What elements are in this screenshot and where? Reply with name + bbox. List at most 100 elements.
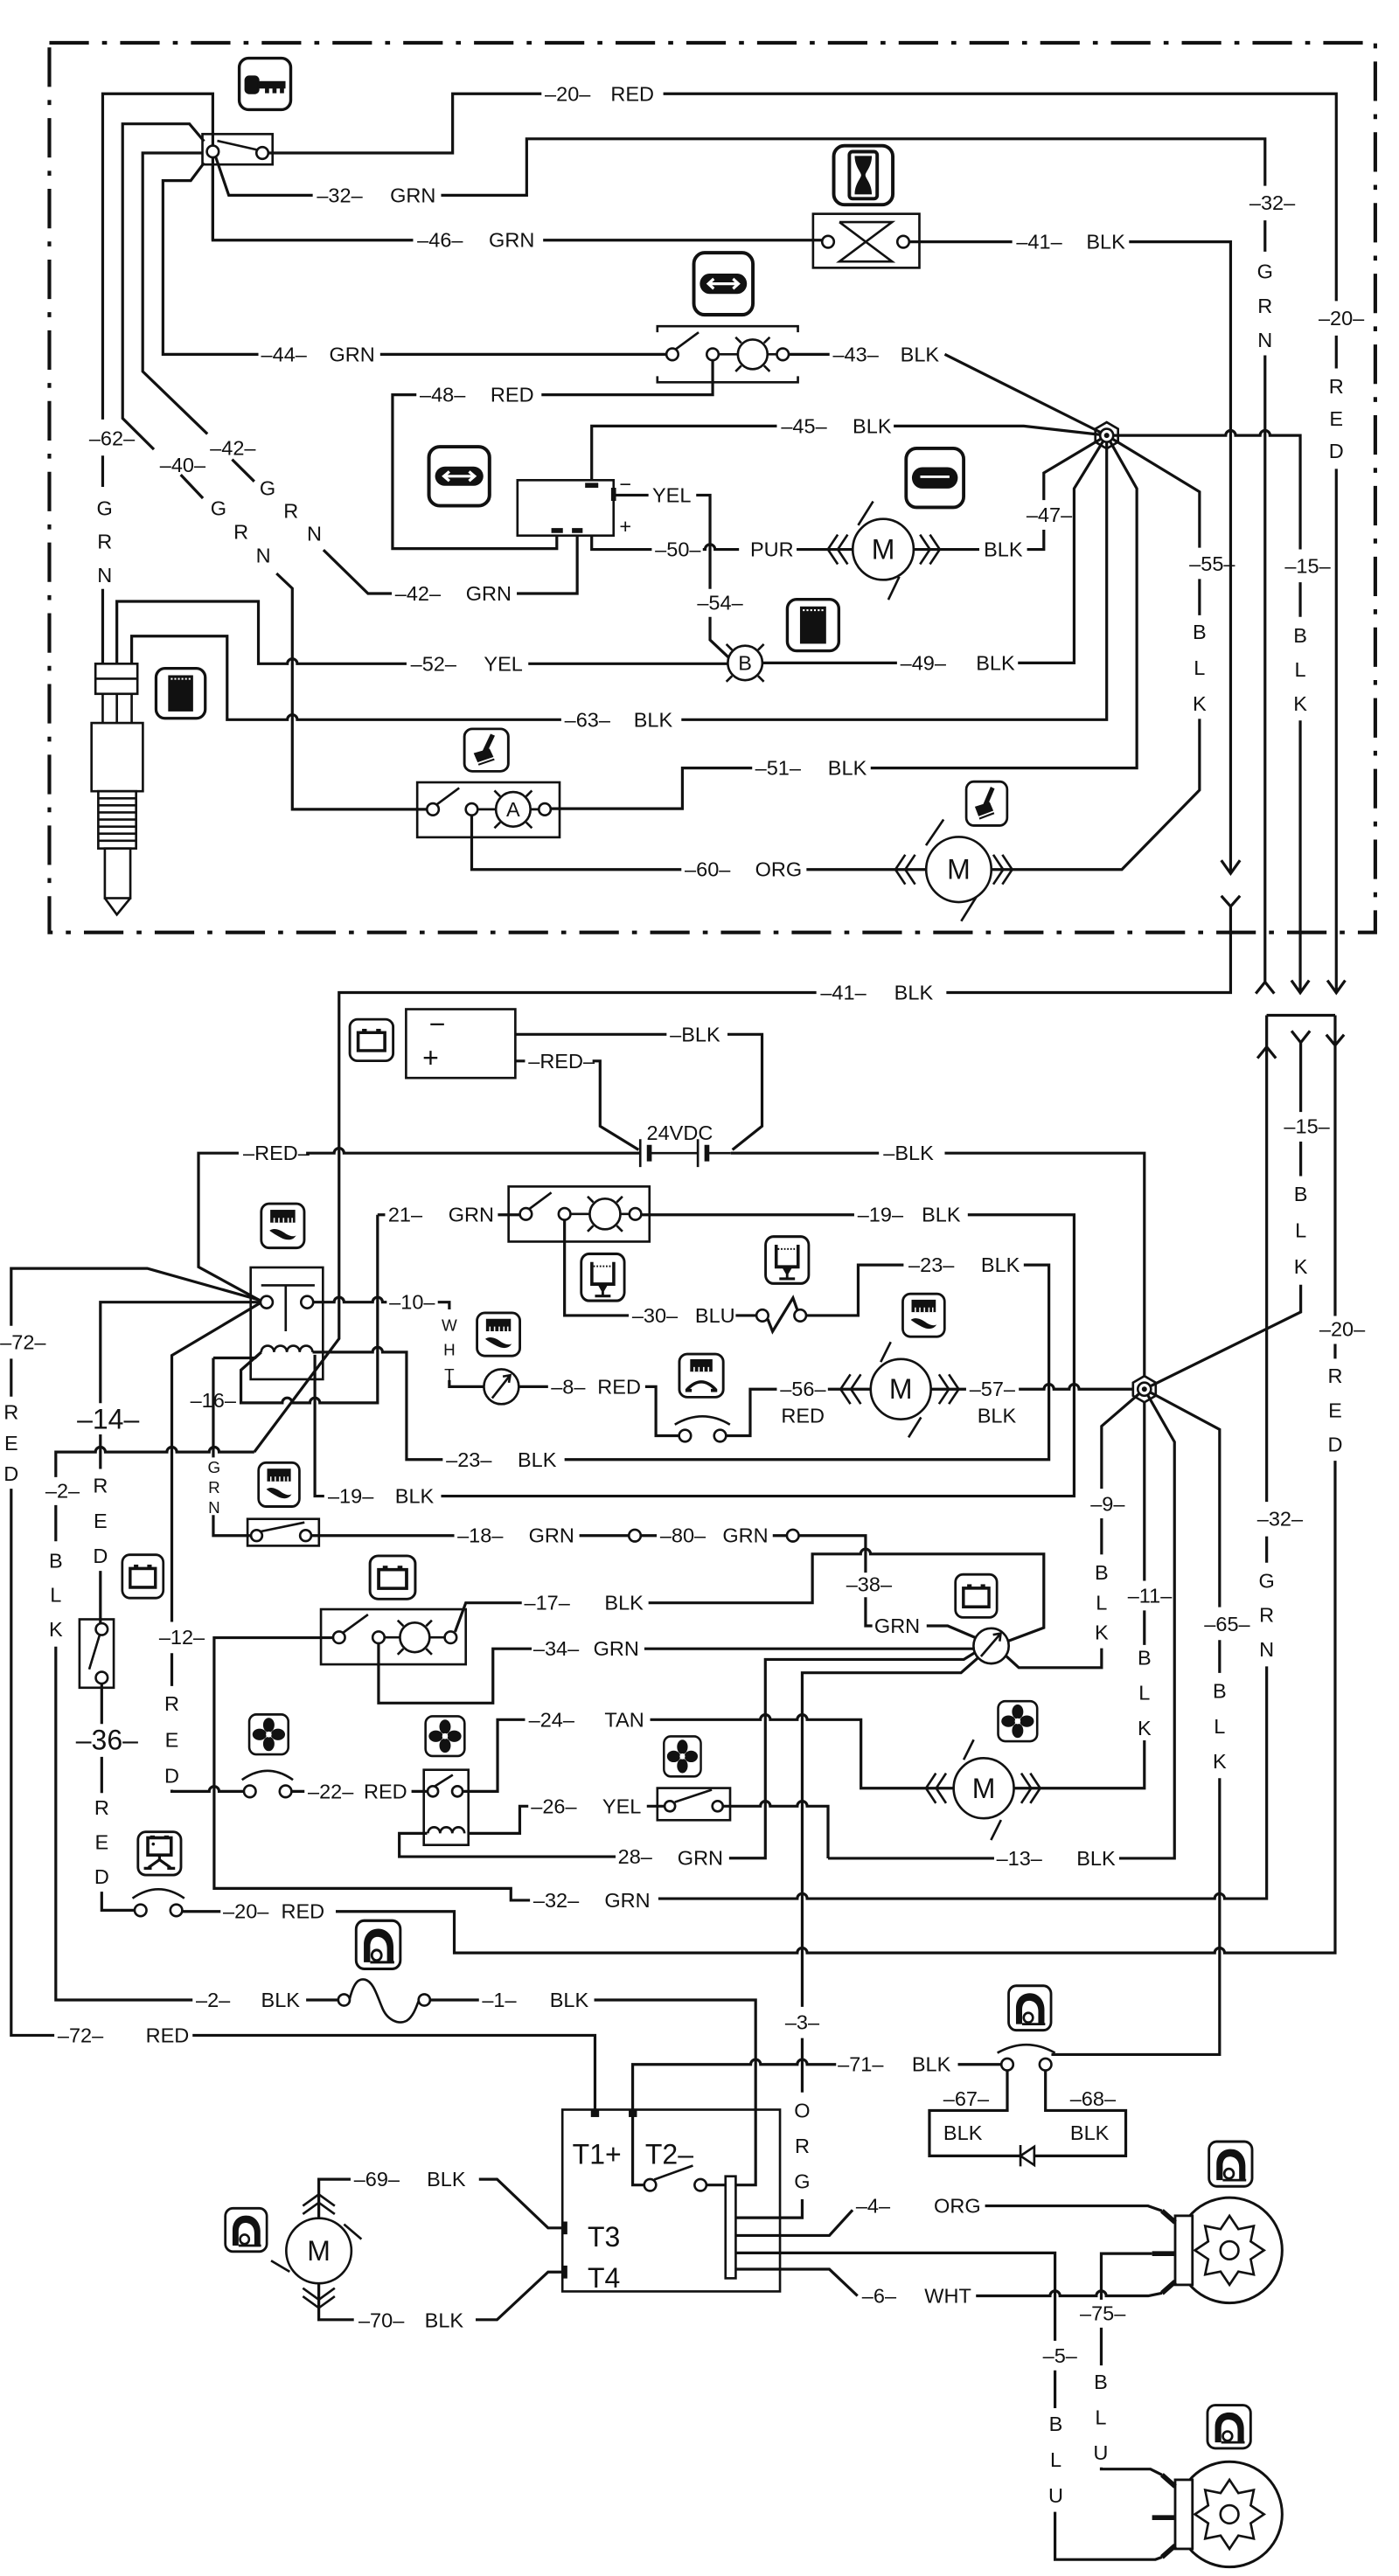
wire-3: [735, 1656, 979, 2219]
flasher-negative-sign: −: [619, 473, 631, 496]
lighted-switch-wiper: [415, 781, 561, 839]
motor-label: M: [307, 2235, 331, 2267]
wire-24-number: –24–: [529, 1708, 575, 1731]
wire-18-number: –18–: [457, 1524, 504, 1547]
wire-14-number: –14–: [77, 1403, 139, 1434]
wire-71: [630, 2058, 1002, 2111]
wire-28: [398, 1650, 977, 1860]
main-relay: [249, 1266, 324, 1381]
wire-44: [161, 162, 667, 356]
battery-negative: −: [429, 1009, 446, 1040]
wire-23-number: –23–: [908, 1253, 955, 1276]
wire-80-color: GRN: [722, 1524, 768, 1547]
motor-beacon: [826, 500, 942, 601]
wire-17-number: –17–: [525, 1592, 571, 1614]
wire-50-number: –50–: [655, 538, 701, 561]
wire-23: [312, 1263, 1051, 1462]
fuse: [337, 1978, 432, 2024]
wire-51-color: BLK: [828, 757, 867, 780]
charger-interlock-icon: [136, 1830, 183, 1877]
horn-label: B: [738, 651, 752, 674]
battery-icon: [368, 1554, 417, 1601]
wire-15-number-lower: –15–: [1284, 1115, 1330, 1138]
wire-20-lower: [182, 1015, 1346, 1955]
battery-gauge: [972, 1627, 1011, 1665]
wire-20: [268, 92, 1347, 996]
wire-49-color: BLK: [976, 651, 1015, 674]
wire-47: [913, 434, 1108, 552]
wire-41-color-lower: BLK: [894, 982, 934, 1004]
wire-8: [519, 1385, 679, 1438]
wire-43-color: BLK: [901, 343, 940, 365]
wire-14: [99, 1301, 261, 1624]
wire-32-number-lower: –32–: [533, 1889, 580, 1912]
wire-44-color: GRN: [329, 343, 374, 365]
wire-51: [550, 434, 1138, 810]
flasher-module: [516, 478, 616, 538]
wire-65: [1051, 1387, 1222, 2057]
wire-10-number: –10–: [389, 1291, 435, 1314]
wire-11: [1013, 1402, 1146, 1790]
wire-63-color: BLK: [634, 708, 673, 731]
traction-icon: [354, 1919, 402, 1971]
wire-2-number: –2–: [196, 1989, 231, 2011]
wire-38-number: –38–: [846, 1573, 893, 1595]
key-switch: [201, 133, 275, 166]
wire-42-color-upper: GRN: [260, 476, 322, 545]
wire-43: [789, 352, 1108, 437]
wire-21-color: GRN: [449, 1204, 494, 1226]
wire-46: [211, 164, 823, 242]
wire-80-number: –80–: [660, 1524, 706, 1547]
wire-3-number: –3–: [785, 2011, 820, 2034]
cab-harness-boundary: [47, 40, 1377, 934]
wire-5: [735, 2251, 1163, 2561]
plug-connector: [90, 663, 144, 917]
wire-47-number: –47–: [1027, 503, 1073, 526]
wire-28-color: GRN: [678, 1847, 723, 1870]
horn-b: [725, 643, 765, 683]
wire-1-number: –1–: [482, 1989, 517, 2011]
traction-icon: [224, 2206, 268, 2253]
wire-1: [429, 1998, 757, 2187]
lighted-switch-2: [507, 1185, 651, 1243]
wire-70: [317, 2270, 566, 2322]
motor-label: M: [947, 854, 971, 885]
engine-icon: [257, 1461, 301, 1508]
wire-51-number: –51–: [755, 757, 802, 780]
wire-32-color-lower: GRN: [604, 1889, 650, 1912]
wire-68-color: BLK: [1070, 2121, 1110, 2144]
filter-switch: [755, 1308, 808, 1323]
wire-75-number: –75–: [1080, 2302, 1126, 2324]
hour-meter-gauge: [483, 1368, 520, 1406]
wire-48-number: –48–: [420, 384, 466, 406]
wire-battery-negative: [515, 1032, 764, 1151]
circuit-breaker: [78, 1618, 115, 1690]
motor-controller: [560, 2108, 782, 2293]
wire-20-number: –20–: [545, 82, 591, 105]
wire-23-color: BLK: [981, 1253, 1020, 1276]
wire-12: [170, 1302, 261, 1793]
wire-71-color: BLK: [912, 2053, 951, 2076]
wire-57-number: –57–: [970, 1378, 1016, 1400]
wire-20-color: RED: [610, 82, 654, 105]
wire-2-color: BLK: [261, 1989, 301, 2011]
traction-icon: [1007, 1984, 1053, 2032]
wire-24: [463, 1713, 954, 1793]
squeegee-icon: [464, 729, 508, 771]
turn-signal-icon: [429, 447, 490, 506]
wire-24-color: TAN: [604, 1708, 644, 1731]
turn-signal-icon: [694, 253, 754, 315]
battery-series-red: –RED–: [243, 1142, 310, 1164]
wire-18-color: GRN: [529, 1524, 574, 1547]
oil-pressure-switch: [674, 1415, 731, 1443]
wire-56-color: RED: [781, 1405, 825, 1427]
engine-icon: [476, 1311, 522, 1357]
